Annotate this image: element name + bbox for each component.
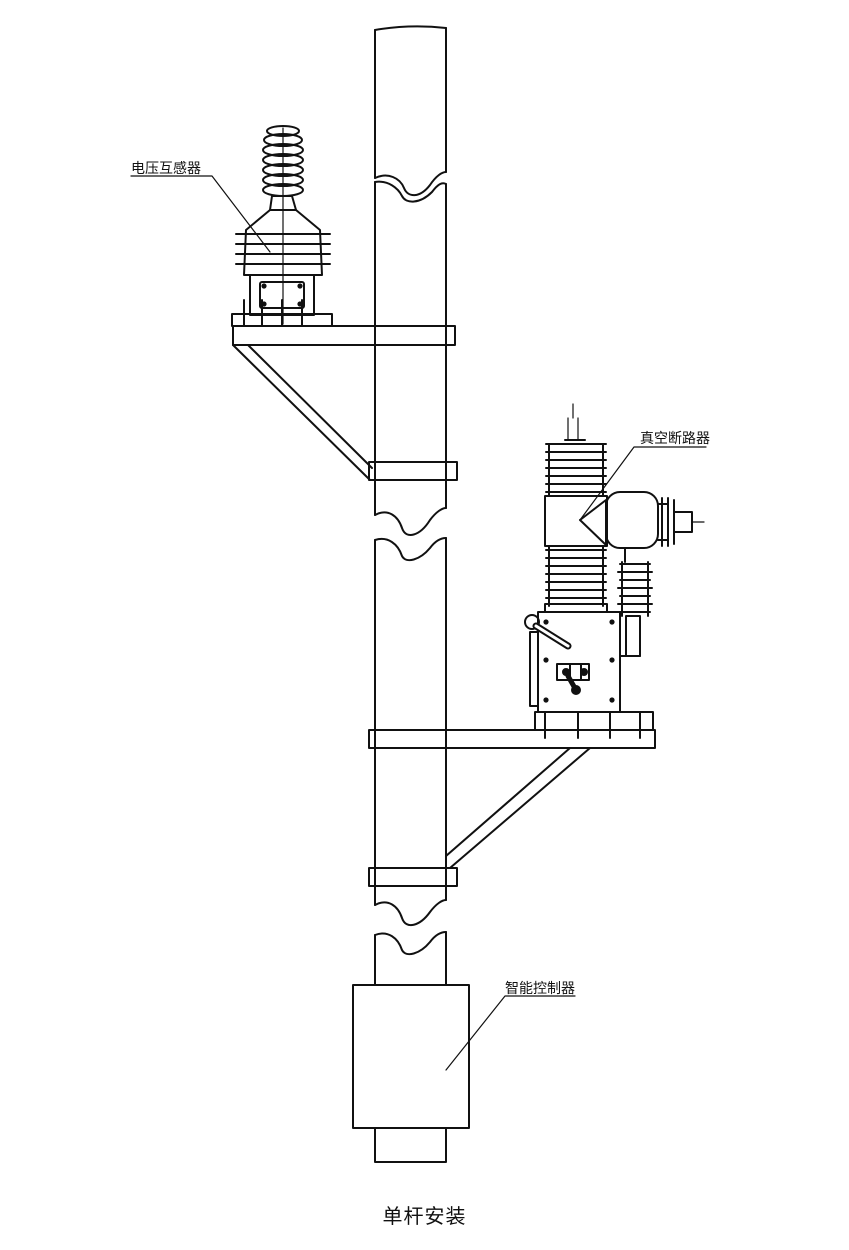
figure-caption: 单杆安装 [382, 1204, 467, 1228]
leader-voltage-transformer [131, 176, 270, 252]
pole [375, 26, 446, 1162]
lower-crossarm [369, 730, 655, 886]
voltage-transformer [232, 126, 332, 326]
smart-controller [353, 985, 469, 1128]
label-vacuum-circuit-breaker: 真空断路器 [640, 431, 710, 447]
leader-lines [131, 176, 706, 1070]
leader-vacuum-circuit-breaker [580, 447, 706, 520]
vacuum-circuit-breaker [525, 404, 704, 738]
label-smart-controller: 智能控制器 [505, 981, 575, 997]
leader-smart-controller [446, 996, 575, 1070]
label-voltage-transformer: 电压互感器 [131, 161, 201, 177]
upper-crossarm [233, 326, 457, 480]
